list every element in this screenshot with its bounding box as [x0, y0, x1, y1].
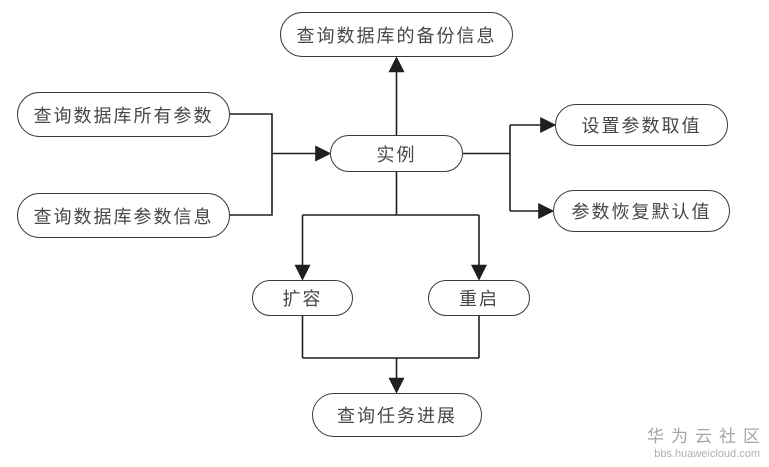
watermark-url: bbs.huaweicloud.com: [654, 448, 760, 460]
watermark: 华为云社区 bbs.huaweicloud.com: [647, 422, 760, 460]
node-query-param-info: 查询数据库参数信息: [17, 193, 230, 238]
node-instance: 实例: [330, 135, 463, 172]
node-label: 查询任务进展: [337, 406, 457, 426]
node-restart: 重启: [428, 280, 530, 316]
node-query-all-params: 查询数据库所有参数: [17, 92, 230, 137]
node-label: 扩容: [282, 289, 323, 309]
node-set-param-value: 设置参数取值: [555, 104, 728, 146]
edge-left-join: [230, 113, 273, 216]
node-label: 重启: [459, 289, 499, 309]
node-label: 参数恢复默认值: [571, 202, 712, 222]
node-label: 查询数据库参数信息: [33, 206, 214, 227]
node-query-task-progress: 查询任务进展: [312, 393, 482, 437]
edge-merge-bottom: [301, 316, 480, 359]
node-query-backup-info: 查询数据库的备份信息: [280, 12, 513, 57]
edge-instance-down: [302, 172, 479, 216]
node-label: 设置参数取值: [581, 116, 702, 136]
node-scale-out: 扩容: [252, 280, 353, 316]
node-reset-param-default: 参数恢复默认值: [553, 190, 730, 232]
node-label: 实例: [376, 144, 417, 165]
node-label: 查询数据库所有参数: [33, 105, 214, 126]
node-label: 查询数据库的备份信息: [296, 25, 497, 46]
watermark-title: 华为云社区: [647, 427, 767, 446]
